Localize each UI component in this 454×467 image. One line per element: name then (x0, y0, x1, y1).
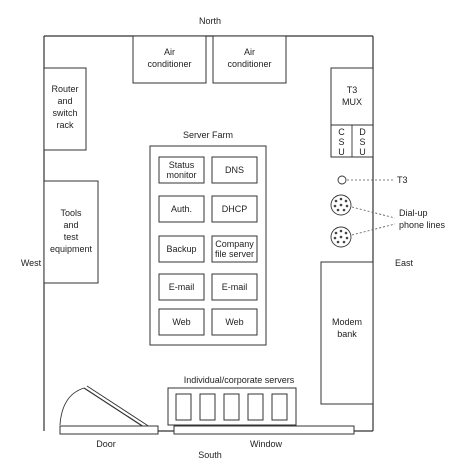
server-box (158, 195, 205, 223)
router-switch-rack: Router and switch rack (43, 67, 87, 151)
dialup-jack-1 (330, 194, 352, 216)
csu-letter-c: C (338, 127, 345, 137)
csu-letter-u: U (338, 147, 345, 157)
server-label: monitor (166, 170, 196, 180)
phone-jack-icon (330, 226, 352, 248)
individual-servers: Individual/corporate servers (167, 375, 297, 426)
air-conditioner-2: Air conditioner (212, 35, 287, 84)
door: Door (59, 385, 159, 449)
server-label: Company (215, 239, 254, 249)
modem-bank-line-2: bank (337, 329, 357, 339)
t3-mux-line-2: MUX (342, 97, 362, 107)
csu-letter-s: S (338, 137, 344, 147)
air-conditioner-2-line-2: conditioner (227, 59, 271, 69)
individual-server-slot (271, 393, 288, 421)
server-box (211, 235, 258, 263)
door-swing-arc (59, 387, 85, 426)
server-box (211, 273, 258, 301)
dialup-jack-2 (330, 226, 352, 248)
dsu-letter-d: D (359, 127, 366, 137)
door-frame (59, 425, 159, 435)
air-conditioner-2-line-1: Air (244, 47, 255, 57)
server-label: Web (172, 317, 190, 327)
router-line-1: Router (51, 84, 78, 94)
router-line-4: rack (56, 120, 74, 130)
server-label: DHCP (222, 204, 248, 214)
window-label: Window (250, 439, 283, 449)
dialup-label-line-2: phone lines (399, 220, 446, 230)
air-conditioner-1-line-2: conditioner (147, 59, 191, 69)
server-label: DNS (225, 165, 244, 175)
server-label: E-mail (169, 282, 195, 292)
modem-bank-line-1: Modem (332, 317, 362, 327)
individual-server-slot (247, 393, 264, 421)
west-label: West (21, 258, 42, 268)
server-label: Auth. (171, 204, 192, 214)
server-label: Web (225, 317, 243, 327)
server-box (211, 308, 258, 336)
individual-server-slot (223, 393, 240, 421)
individual-server-slots (175, 393, 288, 421)
server-box (158, 273, 205, 301)
dialup-leader-1 (351, 206, 396, 219)
phone-jack-icon (330, 194, 352, 216)
server-box (158, 235, 205, 263)
t3-mux: T3 MUX C S U D S U (330, 67, 374, 158)
server-box (158, 308, 205, 336)
t3-connector: T3 (337, 175, 408, 185)
server-farm-title: Server Farm (183, 130, 233, 140)
air-conditioner-1: Air conditioner (132, 35, 207, 84)
tools-line-4: equipment (50, 244, 93, 254)
individual-servers-label: Individual/corporate servers (184, 375, 295, 385)
door-panel (83, 387, 151, 432)
t3-mux-line-1: T3 (347, 85, 358, 95)
individual-server-slot (199, 393, 216, 421)
server-box (158, 156, 205, 184)
tools-line-2: and (63, 220, 78, 230)
modem-bank: Modem bank (320, 261, 374, 405)
south-label: South (198, 450, 222, 460)
tools-line-3: test (64, 232, 79, 242)
window-frame (173, 425, 355, 435)
router-line-2: and (57, 96, 72, 106)
server-box (211, 156, 258, 184)
east-label: East (395, 258, 414, 268)
t3-label: T3 (397, 175, 408, 185)
individual-server-slot (175, 393, 192, 421)
air-conditioner-1-line-1: Air (164, 47, 175, 57)
server-label: E-mail (222, 282, 248, 292)
north-label: North (199, 16, 221, 26)
server-box (211, 195, 258, 223)
dialup-leader-2 (351, 223, 396, 236)
tools-test-equipment: Tools and test equipment (43, 180, 99, 284)
t3-jack-icon (337, 175, 347, 185)
server-label: Status (169, 160, 195, 170)
server-label: Backup (166, 244, 196, 254)
server-label: file server (215, 249, 254, 259)
window: Window (173, 425, 355, 449)
door-label: Door (96, 439, 116, 449)
dsu-letter-s: S (359, 137, 365, 147)
dialup-label-line-1: Dial-up (399, 208, 428, 218)
dsu-letter-u: U (359, 147, 366, 157)
tools-line-1: Tools (60, 208, 82, 218)
router-line-3: switch (52, 108, 77, 118)
